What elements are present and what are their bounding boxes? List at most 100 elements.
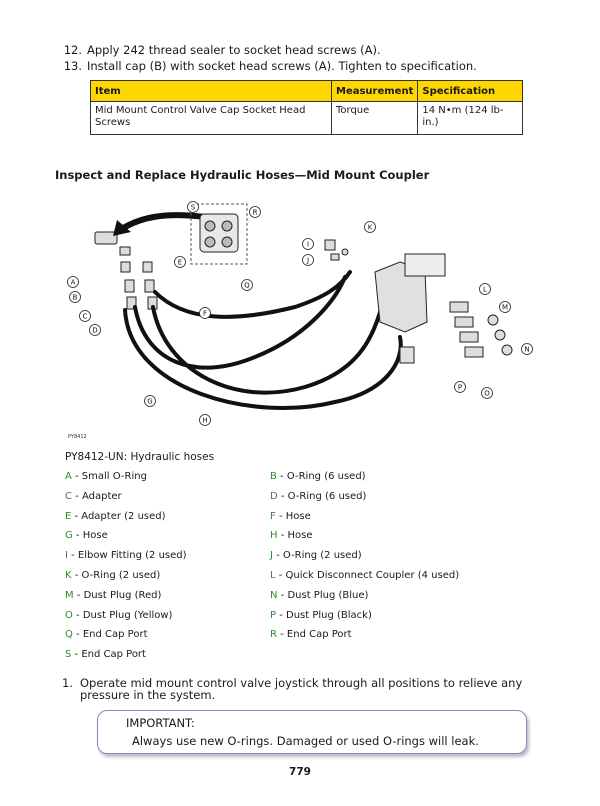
legend-item: P - Dust Plug (Black) [270,610,372,621]
cell-specification: 14 N•m (124 lb-in.) [417,101,524,135]
step-text: Apply 242 thread sealer to socket head s… [87,43,381,57]
legend-item: J - O-Ring (2 used) [270,550,362,561]
arrow-head-icon [113,220,131,236]
legend-item: L - Quick Disconnect Coupler (4 used) [270,570,459,581]
step-13: 13. Install cap (B) with socket head scr… [60,58,477,74]
legend-item: O - Dust Plug (Yellow) [65,610,172,621]
callout-label: A [71,279,76,287]
legend-text: - Hose [277,530,313,542]
callout-p [454,381,466,393]
legend-text: - Elbow Fitting (2 used) [67,550,187,562]
callout-label: L [483,286,487,294]
arrow-line [118,212,206,233]
callout-label: H [202,417,207,425]
header-specification: Specification [417,80,524,102]
page-number: 779 [289,766,311,778]
legend-text: - O-Ring (2 used) [71,570,161,581]
callout-f [199,307,211,319]
legend-text: - Dust Plug (Red) [73,589,162,601]
callout-e [174,256,186,268]
callout-l [479,283,491,295]
elbow-fittings [324,239,349,261]
callout-c [79,310,91,322]
header-measurement: Measurement [330,80,419,102]
specification-table: Item Measurement Specification Mid Mount… [90,80,524,135]
operation-step: 1. Operate mid mount control valve joyst… [62,677,557,701]
legend-text: - O-Ring (2 used) [272,550,362,562]
callout-o [481,387,493,399]
legend-text: - End Cap Port [276,629,352,641]
callout-label: F [203,310,207,318]
callout-label: O [484,390,490,398]
legend-letter: K [65,570,72,581]
callout-n [521,343,533,355]
legend-text: - Small O-Ring [71,471,147,482]
control-valve [374,253,446,364]
callout-label: B [73,294,78,302]
legend-text: - Dust Plug (Yellow) [72,609,173,621]
step-12: 12. Apply 242 thread sealer to socket he… [60,42,477,58]
callout-i [302,238,314,250]
callout-r [249,206,261,218]
callout-label: M [502,304,508,312]
left-fittings [94,231,158,310]
legend-item: E - Adapter (2 used) [65,511,166,522]
step-number: 13. [63,59,82,73]
legend-item: A - Small O-Ring [65,471,147,482]
table-row: Mid Mount Control Valve Cap Socket Head … [90,101,524,135]
legend-letter: O [65,609,73,621]
legend-letter: S [65,649,72,661]
legend-item: F - Hose [270,511,311,522]
callout-h [199,414,211,426]
callout-a [67,276,79,288]
callout-q [241,279,253,291]
hoses [123,270,403,410]
header-item: Item [90,80,332,102]
callout-label: G [147,398,152,406]
callout-label: P [458,384,462,392]
step-number: 1. [62,676,73,690]
callout-label: D [92,327,97,335]
important-text: Always use new O-rings. Damaged or used … [132,734,479,748]
legend-item: N - Dust Plug (Blue) [270,590,368,601]
figure-id: PY8412 [68,434,87,440]
legend-item: S - End Cap Port [65,649,146,660]
legend-text: - Adapter [71,490,122,502]
legend-item: G - Hose [65,530,108,541]
legend-letter: G [65,530,73,542]
callout-j [302,254,314,266]
legend-letter: D [270,490,278,502]
step-text: Operate mid mount control valve joystick… [80,676,523,702]
callout-k [364,221,376,233]
legend-text: - Dust Plug (Black) [276,609,372,621]
legend-item: B - O-Ring (6 used) [270,471,366,482]
legend-item: H - Hose [270,530,313,541]
callout-label: R [253,209,258,217]
table-header-row: Item Measurement Specification [90,80,524,102]
legend-item: M - Dust Plug (Red) [65,590,161,601]
quick-couplers [449,301,513,358]
end-cap-detail [199,213,239,253]
legend-letter: A [65,471,72,482]
legend-text: - O-Ring (6 used) [276,471,366,482]
legend-text: - Quick Disconnect Coupler (4 used) [275,570,460,581]
important-title: IMPORTANT: [126,716,195,730]
legend-text: - End Cap Port [72,629,148,641]
legend-letter: I [65,550,68,562]
callout-m [499,301,511,313]
legend-letter: F [270,510,276,522]
callout-label: S [191,204,196,212]
callout-label: J [306,257,309,265]
callout-s [187,201,199,213]
legend-text: - Hose [275,510,311,522]
legend-letter: N [270,589,278,601]
legend-text: - Hose [72,530,108,542]
legend-item: C - Adapter [65,491,122,502]
legend-letter: R [270,629,277,641]
legend-letter: J [270,550,273,562]
legend-text: - End Cap Port [71,649,146,661]
callout-label: K [368,224,373,232]
step-number: 12. [63,43,82,57]
cell-measurement: Torque [330,101,419,135]
